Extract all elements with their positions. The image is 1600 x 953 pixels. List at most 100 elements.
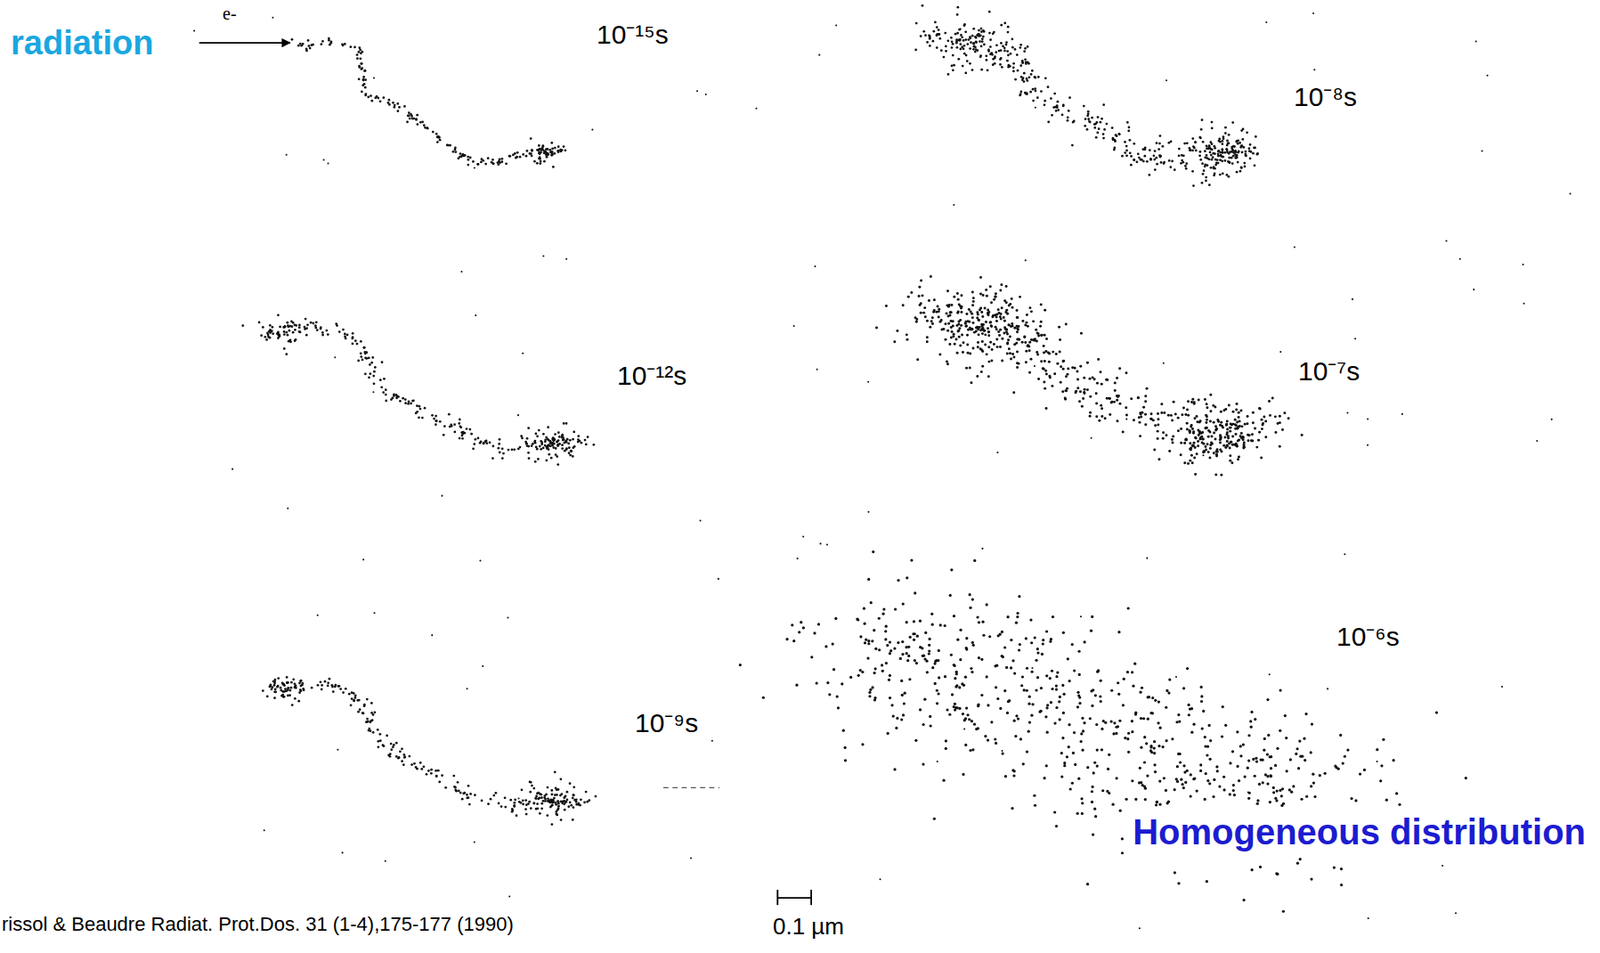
radical-dot (388, 98, 391, 102)
radical-dot (458, 418, 462, 422)
radical-dot (352, 698, 356, 702)
radical-dot (311, 322, 315, 325)
radical-dot (963, 52, 967, 56)
radical-dot (406, 402, 410, 406)
radical-dot (1009, 52, 1013, 56)
radical-dot (261, 689, 265, 692)
radical-dot (557, 150, 561, 154)
radical-dot (489, 797, 493, 801)
radical-dot (410, 763, 414, 766)
radical-dot (972, 27, 975, 31)
radical-dot (1071, 144, 1074, 147)
radical-dot (1108, 413, 1112, 416)
radical-dot (947, 322, 951, 325)
radical-dot (560, 792, 564, 796)
radical-dot (1086, 128, 1089, 131)
radical-dot (454, 150, 457, 154)
radical-dot (1047, 121, 1050, 124)
radical-dot (971, 290, 975, 293)
radical-dot (980, 370, 983, 374)
radical-dot (350, 337, 354, 341)
radical-dot (955, 41, 959, 45)
radical-dot (1128, 138, 1132, 142)
radical-dot (965, 324, 968, 328)
radical-dot (1202, 437, 1205, 440)
radical-dot (293, 339, 297, 342)
radical-dot (1124, 371, 1128, 374)
radical-dot (1125, 145, 1129, 148)
dash-mark (663, 787, 720, 788)
radical-dot (1023, 341, 1027, 344)
radical-dot (987, 333, 991, 337)
radical-dot (578, 804, 582, 807)
radical-dot (341, 328, 345, 332)
radical-dot (343, 332, 347, 336)
radical-dot (508, 154, 512, 158)
radical-dot (1074, 390, 1078, 394)
radical-dot (995, 43, 999, 47)
radical-dot (407, 755, 411, 758)
radical-dot (529, 137, 533, 140)
radical-dot (351, 332, 355, 335)
radical-dot (550, 456, 553, 460)
radical-dot (572, 430, 576, 434)
radical-dot (1226, 420, 1229, 423)
radical-dot (423, 406, 427, 410)
radical-dot (382, 744, 386, 748)
radical-dot (919, 301, 923, 305)
radical-dot (298, 682, 301, 685)
radical-dot (351, 342, 355, 346)
radical-dot (438, 420, 442, 423)
radical-dot (547, 453, 551, 456)
radical-dot (1203, 426, 1207, 430)
radical-dot (397, 755, 401, 759)
radical-dot (1190, 423, 1194, 427)
radical-dot (326, 684, 330, 688)
radical-dot (972, 300, 975, 303)
radical-dot (528, 152, 532, 155)
radical-dot (298, 324, 301, 327)
radical-dot (996, 345, 999, 349)
radical-dot (283, 325, 286, 329)
radical-dot (357, 64, 361, 68)
radical-dot (557, 430, 561, 434)
radical-dot (987, 374, 991, 378)
radical-dot (973, 331, 976, 334)
radical-dot (1128, 151, 1132, 155)
radical-dot (1212, 173, 1216, 177)
radical-dot (1157, 147, 1161, 151)
radical-dot (454, 786, 457, 789)
radical-dot (359, 355, 363, 358)
radical-dot (1228, 459, 1232, 463)
radical-dot (1144, 422, 1147, 426)
radical-dot (572, 785, 576, 788)
radical-dot (1037, 377, 1040, 381)
radical-dot (356, 53, 359, 57)
radical-dot (538, 152, 542, 155)
radical-dot (935, 25, 939, 29)
radical-dot (1042, 351, 1046, 355)
radical-dot (981, 40, 984, 43)
radical-dot (1225, 423, 1228, 427)
radical-dot (1068, 96, 1072, 99)
radical-dot (1137, 152, 1140, 155)
radical-dot (922, 30, 926, 33)
radical-dot (509, 154, 512, 158)
radical-dot (358, 707, 362, 711)
radical-dot (421, 416, 424, 420)
radical-dot (576, 438, 580, 441)
radical-dot (290, 681, 293, 684)
radical-dot (273, 683, 277, 687)
radical-dot (384, 399, 388, 403)
radical-dot (1232, 410, 1235, 414)
radical-dot (950, 325, 953, 329)
radical-dot (1198, 136, 1202, 139)
radical-dot (501, 446, 504, 450)
radical-dot (387, 101, 390, 105)
radical-dot (1192, 184, 1195, 187)
radical-dot (504, 162, 508, 165)
radical-dot (1003, 325, 1007, 329)
radical-dot (981, 365, 984, 368)
radical-dot (300, 679, 303, 683)
radical-dot (452, 150, 455, 154)
